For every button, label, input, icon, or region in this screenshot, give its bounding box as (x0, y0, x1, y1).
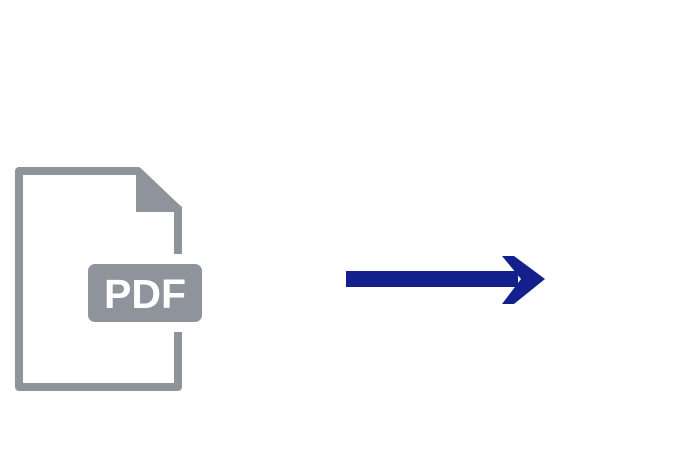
pdf-badge (88, 264, 202, 322)
arrow-shaft (346, 271, 518, 287)
pdf-file-icon: PDF (15, 167, 202, 391)
document-fold (136, 168, 182, 212)
pdf-badge-label: PDF (104, 271, 186, 317)
arrow-right-icon (346, 256, 545, 304)
arrow-head (502, 256, 545, 304)
